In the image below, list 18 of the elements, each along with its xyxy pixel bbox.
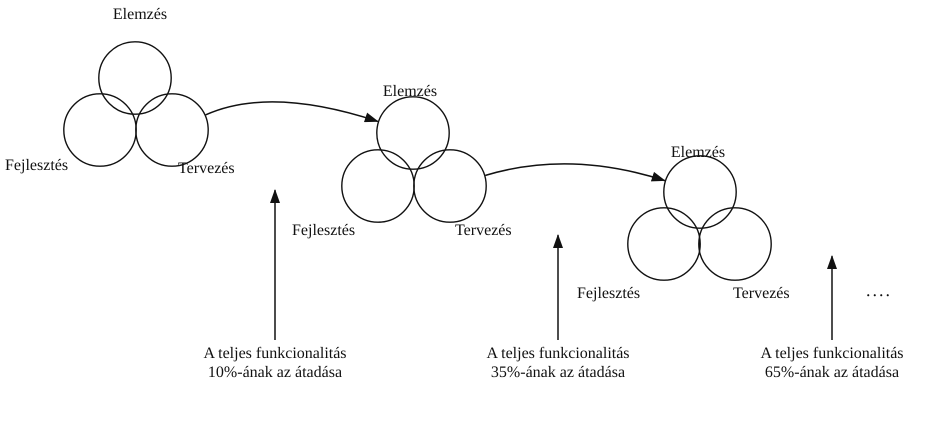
arrow xyxy=(205,101,379,122)
circle-label: Fejlesztés xyxy=(5,157,68,175)
arrow xyxy=(553,234,563,340)
arrow xyxy=(485,163,666,182)
caption-text: A teljes funkcionalitás 35%-ának az átadása xyxy=(474,344,642,382)
caption-text: A teljes funkcionalitás 65%-ának az átadása xyxy=(748,344,916,382)
circle-label: Fejlesztés xyxy=(292,222,356,240)
arrow xyxy=(827,255,837,340)
circle-label: Tervezés xyxy=(178,160,235,178)
circle-label: Elemzés xyxy=(670,144,726,162)
circle-label: Tervezés xyxy=(733,285,790,303)
circle-label: Tervezés xyxy=(455,222,512,240)
ellipsis-text: .... xyxy=(866,280,892,301)
circle-label: Elemzés xyxy=(382,83,438,101)
caption-text: A teljes funkcionalitás 10%-ának az átadása xyxy=(191,344,359,382)
circle-label: Fejlesztés xyxy=(577,285,640,303)
circle-label: Elemzés xyxy=(112,6,168,24)
arrow xyxy=(270,189,280,340)
